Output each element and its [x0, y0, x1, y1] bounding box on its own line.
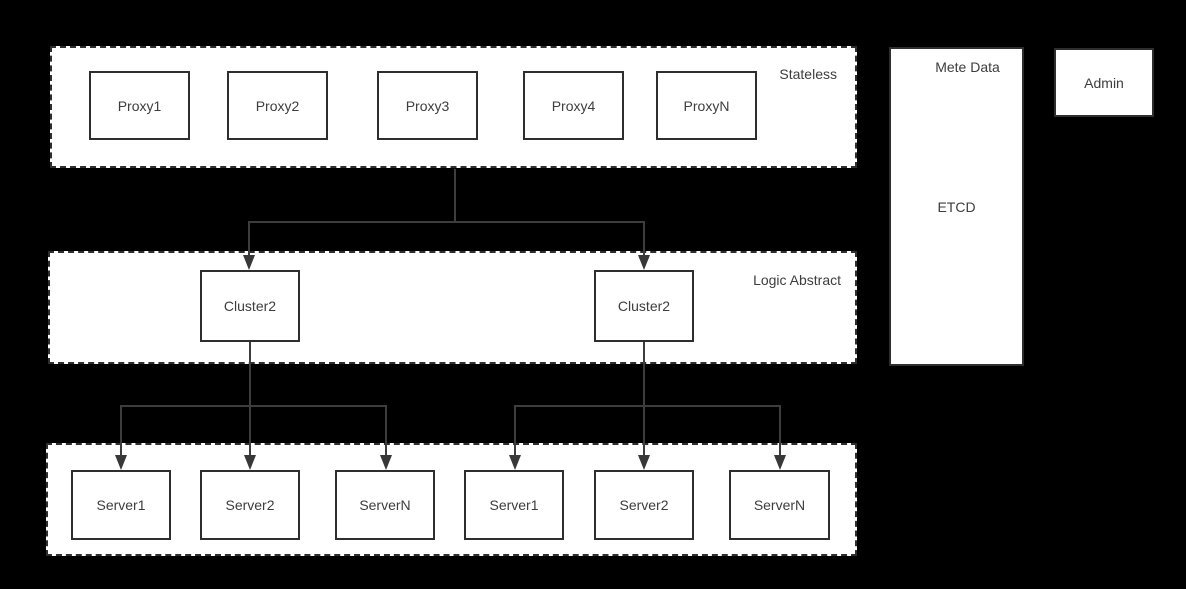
node-servern-right: ServerN	[729, 470, 830, 540]
node-cluster2-right: Cluster2	[594, 270, 694, 342]
stateless-label: Stateless	[779, 66, 837, 82]
node-server1-left: Server1	[71, 470, 171, 540]
node-proxy4: Proxy4	[523, 71, 624, 140]
node-proxyn: ProxyN	[656, 71, 757, 140]
servers-container	[46, 443, 857, 556]
logic-abstract-label: Logic Abstract	[753, 272, 841, 288]
admin-box: Admin	[1054, 48, 1154, 117]
node-server2-left: Server2	[200, 470, 300, 540]
meta-data-box: Mete Data ETCD	[889, 47, 1024, 366]
logic-abstract-container: Logic Abstract	[48, 251, 857, 364]
node-cluster2-left: Cluster2	[200, 270, 300, 342]
node-servern-left: ServerN	[335, 470, 435, 540]
node-proxy2: Proxy2	[227, 71, 328, 140]
etcd-label: ETCD	[937, 198, 976, 215]
node-proxy3: Proxy3	[377, 71, 478, 140]
meta-data-title: Mete Data	[935, 59, 1000, 75]
node-proxy1: Proxy1	[89, 71, 190, 140]
node-server1-right: Server1	[464, 470, 564, 540]
node-server2-right: Server2	[594, 470, 694, 540]
